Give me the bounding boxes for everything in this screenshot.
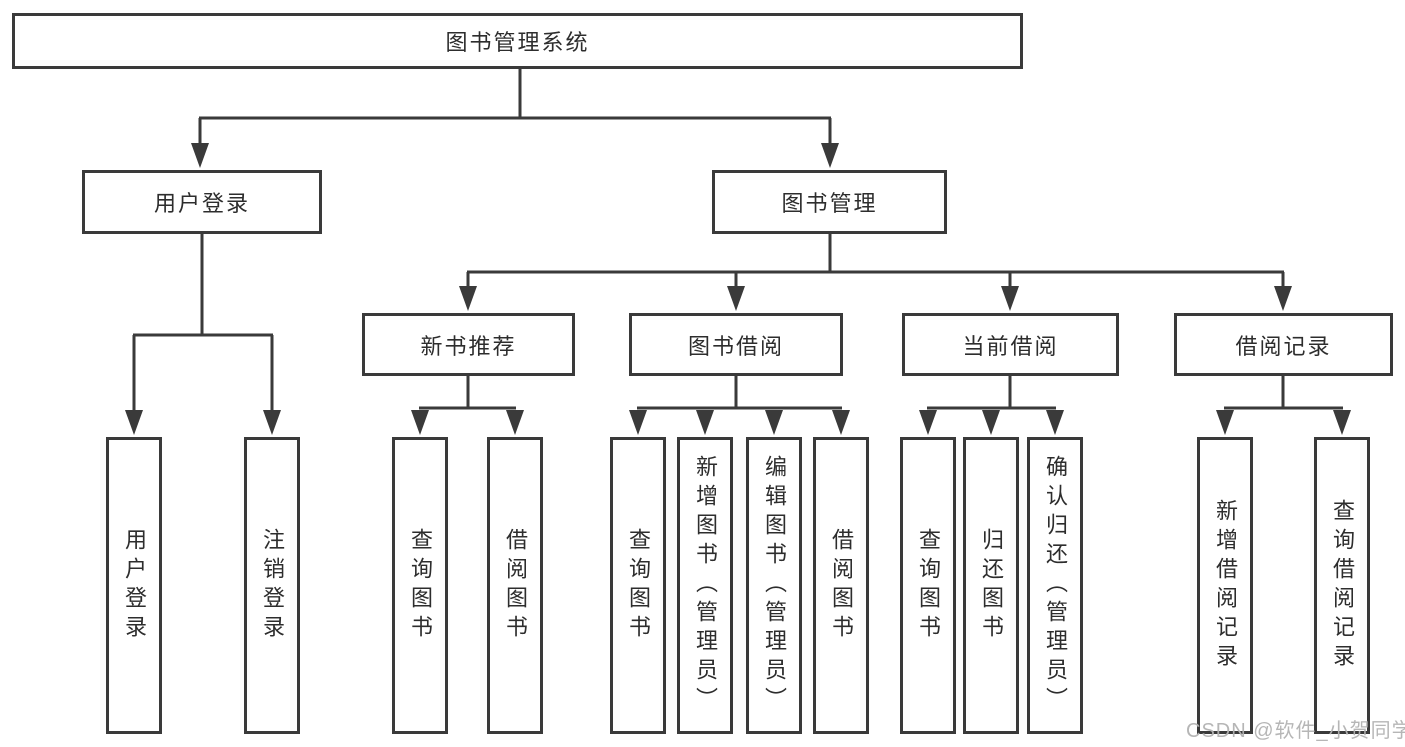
leaf-label: 新增图书（管理员） xyxy=(693,455,718,716)
leaf-query-books: 查询图书 xyxy=(610,437,666,734)
leaf-label: 借阅图书 xyxy=(829,527,854,644)
leaf-label: 查询借阅记录 xyxy=(1330,498,1355,673)
leaf-user-login: 用户登录 xyxy=(106,437,162,734)
leaf-borrow-books-recommend: 借阅图书 xyxy=(487,437,543,734)
leaf-label: 编辑图书（管理员） xyxy=(762,455,787,716)
leaf-label: 注销登录 xyxy=(260,527,285,644)
leaf-label: 用户登录 xyxy=(122,527,147,644)
leaf-label: 查询图书 xyxy=(916,527,941,644)
leaf-query-borrow-record: 查询借阅记录 xyxy=(1314,437,1370,734)
node-library-management-system: 图书管理系统 xyxy=(12,13,1023,69)
leaf-label: 归还图书 xyxy=(979,527,1004,644)
node-current-borrowing: 当前借阅 xyxy=(902,313,1119,376)
leaf-add-borrow-record: 新增借阅记录 xyxy=(1197,437,1253,734)
leaf-query-books-current: 查询图书 xyxy=(900,437,956,734)
leaf-label: 确认归还（管理员） xyxy=(1043,455,1068,716)
node-book-borrowing: 图书借阅 xyxy=(629,313,843,376)
leaf-label: 新增借阅记录 xyxy=(1213,498,1238,673)
node-book-management: 图书管理 xyxy=(712,170,947,234)
leaf-edit-books-admin: 编辑图书（管理员） xyxy=(746,437,802,734)
leaf-add-books-admin: 新增图书（管理员） xyxy=(677,437,733,734)
leaf-return-books: 归还图书 xyxy=(963,437,1019,734)
csdn-watermark: CSDN @软件_小贺同学 xyxy=(1186,720,1405,742)
node-new-book-recommendation: 新书推荐 xyxy=(362,313,575,376)
node-user-login: 用户登录 xyxy=(82,170,322,234)
leaf-query-books-recommend: 查询图书 xyxy=(392,437,448,734)
leaf-logout: 注销登录 xyxy=(244,437,300,734)
leaf-label: 查询图书 xyxy=(626,527,651,644)
leaf-label: 查询图书 xyxy=(408,527,433,644)
leaf-label: 借阅图书 xyxy=(503,527,528,644)
leaf-borrow-books: 借阅图书 xyxy=(813,437,869,734)
leaf-confirm-return-admin: 确认归还（管理员） xyxy=(1027,437,1083,734)
node-borrowing-records: 借阅记录 xyxy=(1174,313,1393,376)
